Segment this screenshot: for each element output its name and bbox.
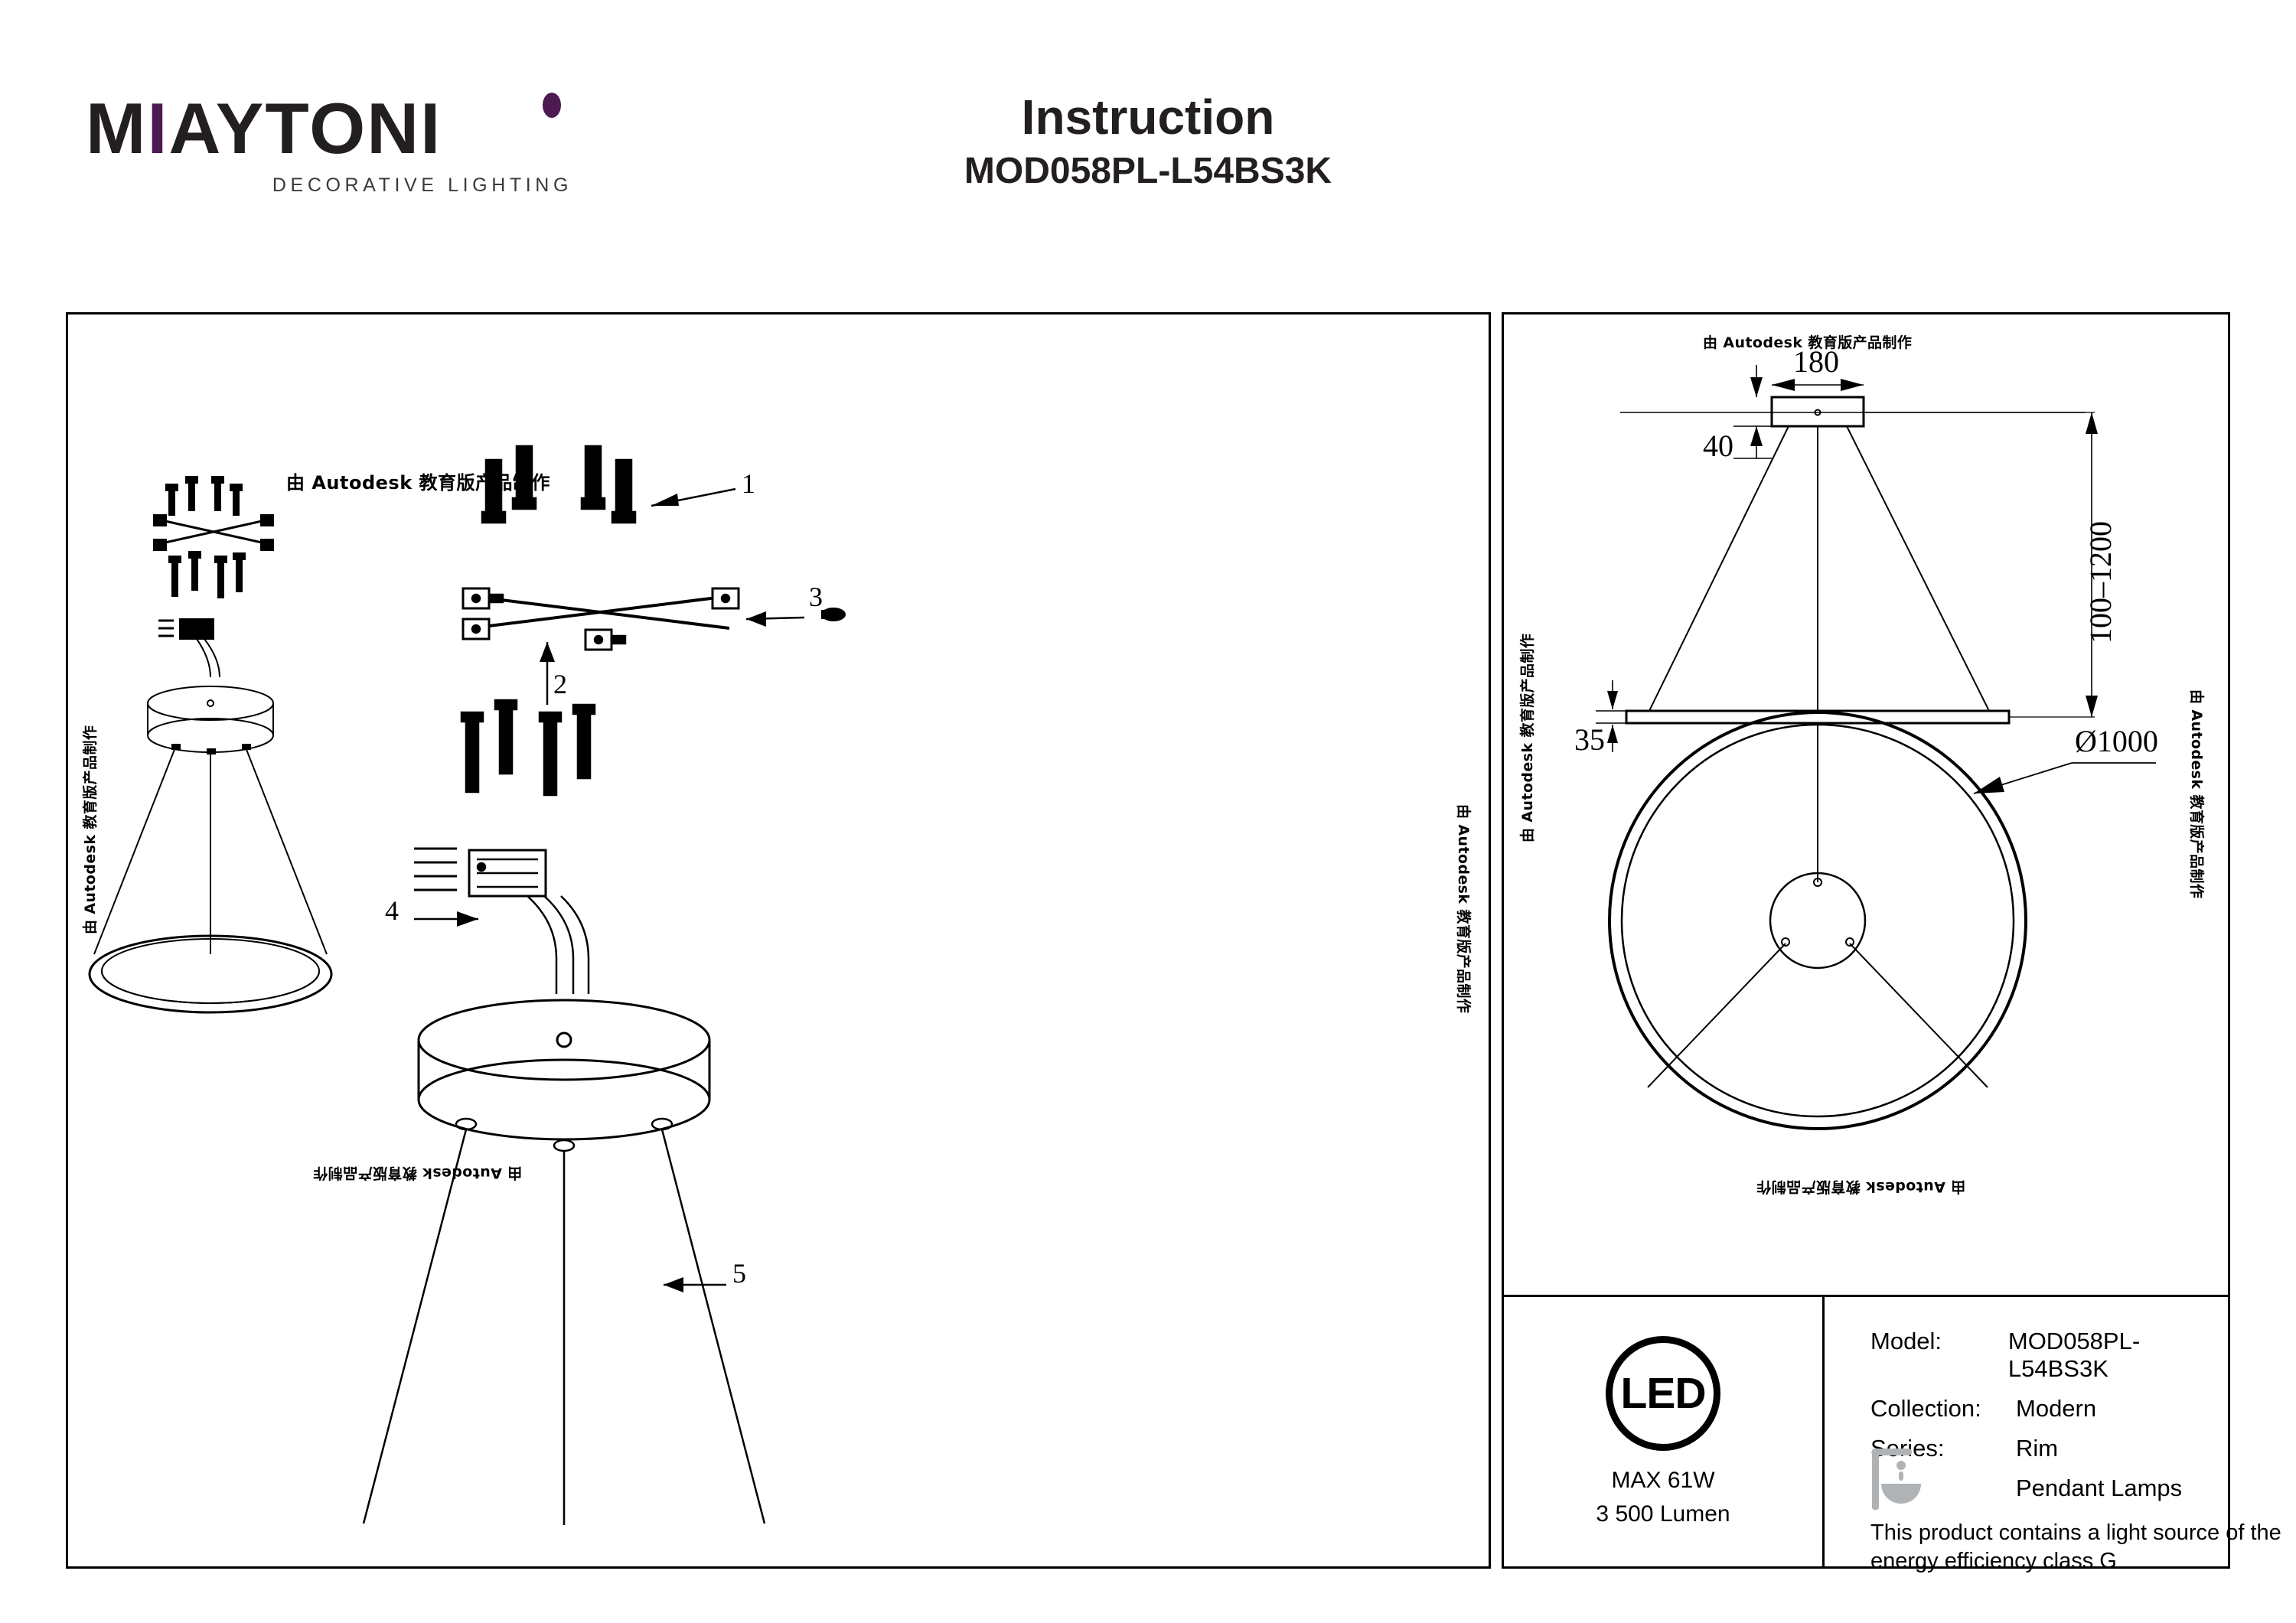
simple-assembly-drawing (88, 476, 333, 1014)
callout-3: 3 (809, 582, 823, 612)
series-value: Rim (2016, 1435, 2059, 1462)
led-icon: LED (1606, 1336, 1720, 1451)
spec-divider (1822, 1297, 1825, 1566)
model-label: Model: (1870, 1328, 1942, 1354)
dimension-100-1200: 100–1200 (2083, 521, 2118, 644)
brand-name: MIAYTONI (86, 88, 442, 168)
specification-panel: LED MAX 61W 3 500 Lumen Model: MOD058PL-… (1502, 1295, 2281, 1573)
brand-logo: MIAYTONI DECORATIVE LIGHTING (86, 88, 576, 197)
product-info-cell: Model: MOD058PL-L54BS3K Collection: Mode… (1825, 1297, 2281, 1573)
model-value: MOD058PL-L54BS3K (2007, 1328, 2141, 1382)
brand-tagline: DECORATIVE LIGHTING (272, 174, 572, 197)
watermark-dim-top: 由 Autodesk 教育版产品制作 (1703, 334, 1913, 351)
product-category: Pendant Lamps (2016, 1475, 2183, 1501)
pendant-lamp-icon (1872, 1449, 1921, 1510)
dimension-ring-diameter: Ø1000 (2075, 724, 2158, 758)
brand-dot-icon (543, 93, 561, 118)
energy-class-note: This product contains a light source of … (1870, 1520, 2281, 1574)
info-row-series: Series: Rim (1870, 1435, 2228, 1462)
led-badge-cell: LED MAX 61W 3 500 Lumen (1504, 1297, 1822, 1566)
led-label: LED (1620, 1369, 1707, 1418)
dimension-180: 180 (1793, 344, 1839, 379)
series-label: Series: (1870, 1435, 1945, 1462)
watermark-top: 由 Autodesk 教育版产品制作 (286, 472, 551, 494)
exploded-assembly-drawing (362, 445, 846, 1525)
callout-1: 1 (742, 468, 755, 499)
dimension-40: 40 (1703, 429, 1733, 463)
led-max-power: MAX 61W (1611, 1468, 1715, 1493)
callout-4: 4 (385, 895, 399, 926)
collection-value: Modern (2016, 1395, 2097, 1422)
page-title: Instruction (1021, 90, 1275, 145)
dimension-35: 35 (1574, 722, 1605, 757)
dimensioned-drawing (1596, 365, 2156, 1130)
left-drawing-frame: 由 Autodesk 教育版产品制作 由 Autodesk 教育版产品制作 由 … (66, 312, 1491, 1569)
info-row-collection: Collection: Modern (1870, 1395, 2228, 1423)
callout-2: 2 (553, 669, 567, 699)
collection-label: Collection: (1870, 1395, 1981, 1422)
callout-5: 5 (732, 1258, 746, 1289)
document-title-block: Instruction MOD058PL-L54BS3K (842, 90, 1454, 193)
info-row-model: Model: MOD058PL-L54BS3K (1870, 1328, 2228, 1383)
page-model-code: MOD058PL-L54BS3K (964, 150, 1332, 191)
led-lumen: 3 500 Lumen (1596, 1501, 1730, 1527)
